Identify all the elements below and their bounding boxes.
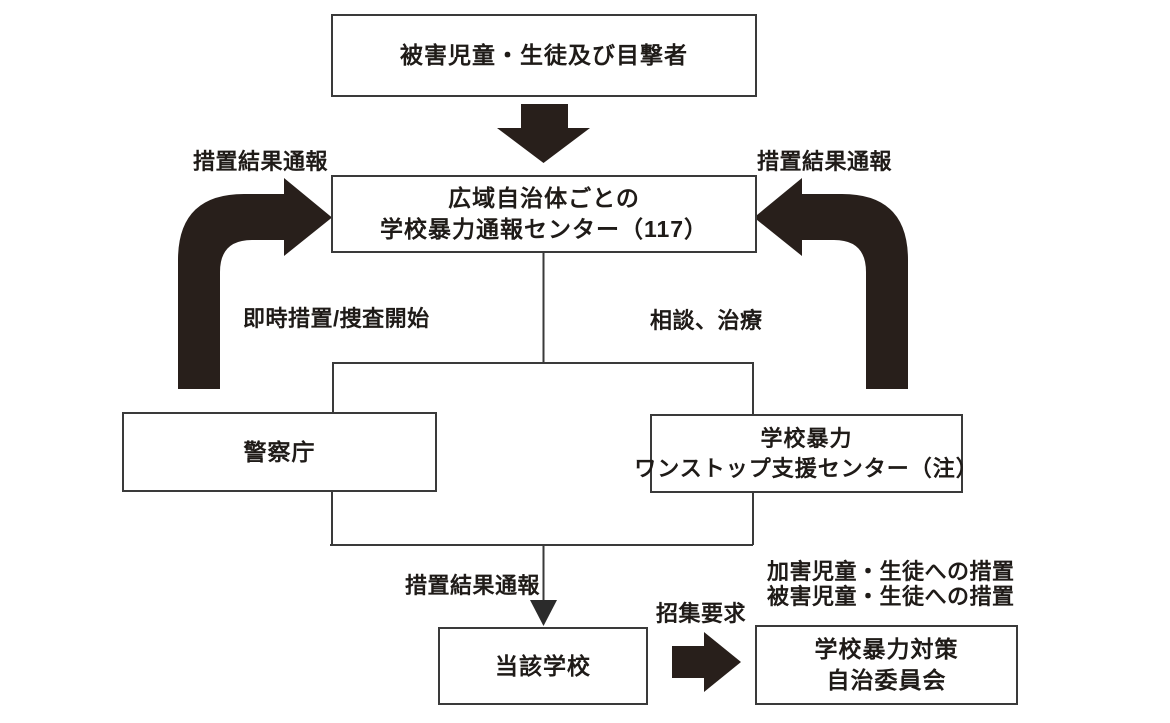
label-measure-result-report-bottom: 措置結果通報: [405, 573, 541, 598]
lower-junction-lines: [330, 492, 754, 602]
node-onestop-support-center: 学校暴力 ワンストップ支援センター（注）: [634, 414, 978, 493]
right-arrow-convene-icon: [672, 632, 741, 692]
label-convene-request: 招集要求: [656, 601, 747, 626]
node-committee-line2: 自治委員会: [826, 667, 947, 693]
label-measures-block: 加害児童・生徒への措置 被害児童・生徒への措置: [767, 559, 1015, 609]
node-victims-text: 被害児童・生徒及び目撃者: [400, 42, 688, 69]
node-school-text: 当該学校: [495, 652, 591, 679]
node-autonomy-committee: 学校暴力対策 自治委員会: [755, 625, 1018, 705]
node-report-center-line2: 学校暴力通報センター（117）: [379, 216, 709, 242]
down-arrowhead-to-school-icon: [530, 600, 557, 626]
label-consultation-treatment: 相談、治療: [650, 308, 763, 333]
node-onestop-line2: ワンストップ支援センター（注）: [634, 455, 979, 481]
node-police-text: 警察庁: [243, 438, 316, 465]
node-report-center: 広域自治体ごとの 学校暴力通報センター（117）: [331, 175, 757, 253]
node-report-center-line1: 広域自治体ごとの: [448, 185, 640, 212]
label-measure-result-report-right: 措置結果通報: [757, 149, 893, 174]
node-victims-witnesses: 被害児童・生徒及び目撃者: [331, 14, 757, 97]
big-down-arrow-icon: [497, 104, 590, 163]
label-immediate-action-investigation: 即時措置/捜査開始: [243, 306, 430, 331]
label-measure-result-report-left: 措置結果通報: [193, 149, 329, 174]
node-committee-line1: 学校暴力対策: [814, 636, 959, 663]
upper-junction-lines: [332, 253, 754, 415]
curved-arrow-right-icon: [754, 178, 908, 389]
label-offender-measure: 加害児童・生徒への措置: [767, 559, 1015, 584]
curved-arrow-left-icon: [178, 178, 332, 389]
node-police-agency: 警察庁: [122, 412, 437, 492]
label-victim-measure: 被害児童・生徒への措置: [767, 584, 1015, 609]
node-school: 当該学校: [438, 627, 648, 705]
node-onestop-line1: 学校暴力: [760, 426, 853, 452]
